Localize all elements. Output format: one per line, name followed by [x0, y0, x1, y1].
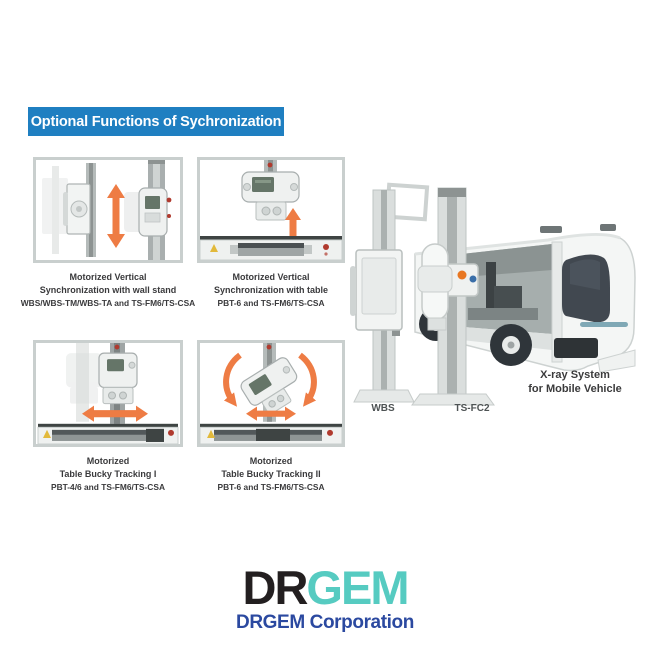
caption-line: PBT-6 and TS-FM6/TS-CSA: [217, 482, 325, 492]
caption-line: Table Bucky Tracking I: [59, 469, 157, 479]
front-wheel: [490, 324, 532, 366]
tube-stand-label: TS-FC2: [454, 403, 490, 414]
sync-table-illustration: [200, 160, 342, 260]
drgem-logo: DRGEM: [160, 564, 490, 611]
diagram-sync-wall-stand: [33, 157, 183, 263]
diagram-bucky-tracking-1: [33, 340, 183, 447]
caption-line: Motorized: [86, 456, 130, 466]
vehicle-label: X-ray System for Mobile Vehicle: [512, 369, 638, 396]
tube-head: [138, 187, 172, 237]
rotate-left-arrow-icon: [223, 352, 242, 407]
patient-table: [200, 236, 342, 260]
patient-table: [200, 423, 342, 444]
logo-subtitle: DRGEM Corporation: [236, 612, 414, 633]
vehicle-label-line2: for Mobile Vehicle: [528, 382, 622, 395]
ghost-tube-head: [66, 353, 102, 404]
tube-stand-graphic: [411, 187, 495, 406]
tube-head: [98, 352, 138, 405]
vehicle-label-line1: X-ray System: [540, 369, 610, 381]
vertical-sync-arrow-icon: [107, 184, 125, 248]
caption-line: Motorized Vertical: [232, 272, 310, 282]
sync-wall-stand-illustration: [42, 160, 172, 260]
caption-line: Motorized: [249, 456, 293, 466]
caption-line: Motorized Vertical: [69, 272, 147, 282]
horizontal-tracking-arrow-icon: [246, 406, 296, 421]
tilted-tube-head: [240, 357, 298, 415]
diagram-sync-table: [197, 157, 345, 263]
bucky-tracking-1-illustration: [37, 343, 179, 444]
wall-stand-graphic: [350, 182, 430, 403]
bucky-tracking-2-illustration: [200, 343, 342, 444]
caption-bucky-tracking-1: Motorized Table Bucky Tracking I PBT-4/6…: [16, 455, 200, 494]
caption-sync-table: Motorized Vertical Synchronization with …: [185, 271, 357, 310]
drgem-logo-block: DRGEM DRGEM Corporation: [160, 564, 490, 634]
caption-line: Synchronization with wall stand: [39, 285, 177, 295]
caption-bucky-tracking-2: Motorized Table Bucky Tracking II PBT-6 …: [185, 455, 357, 494]
diagram-bucky-tracking-2: [197, 340, 345, 447]
tube-head: [241, 171, 300, 221]
caption-line: Synchronization with table: [213, 285, 328, 295]
caption-sync-wall-stand: Motorized Vertical Synchronization with …: [16, 271, 200, 310]
xray-system-illustration: [350, 182, 636, 406]
section-title-banner: Optional Functions of Sychronization: [28, 107, 284, 136]
caption-line: WBS/WBS-TM/WBS-TA and TS-FM6/TS-CSA: [20, 298, 196, 308]
wall-stand-label: WBS: [371, 403, 395, 414]
caption-line: PBT-6 and TS-FM6/TS-CSA: [217, 298, 325, 308]
logo-gem: GEM: [306, 561, 409, 614]
ghost-column: [76, 343, 89, 422]
logo-dr: DR: [242, 561, 309, 614]
rotate-right-arrow-icon: [298, 352, 317, 407]
caption-line: Table Bucky Tracking II: [221, 469, 321, 479]
caption-line: PBT-4/6 and TS-FM6/TS-CSA: [50, 482, 165, 492]
ghost-wall-stand: [42, 166, 68, 254]
horizontal-tracking-arrow-icon: [82, 405, 148, 422]
patient-table: [37, 423, 179, 444]
